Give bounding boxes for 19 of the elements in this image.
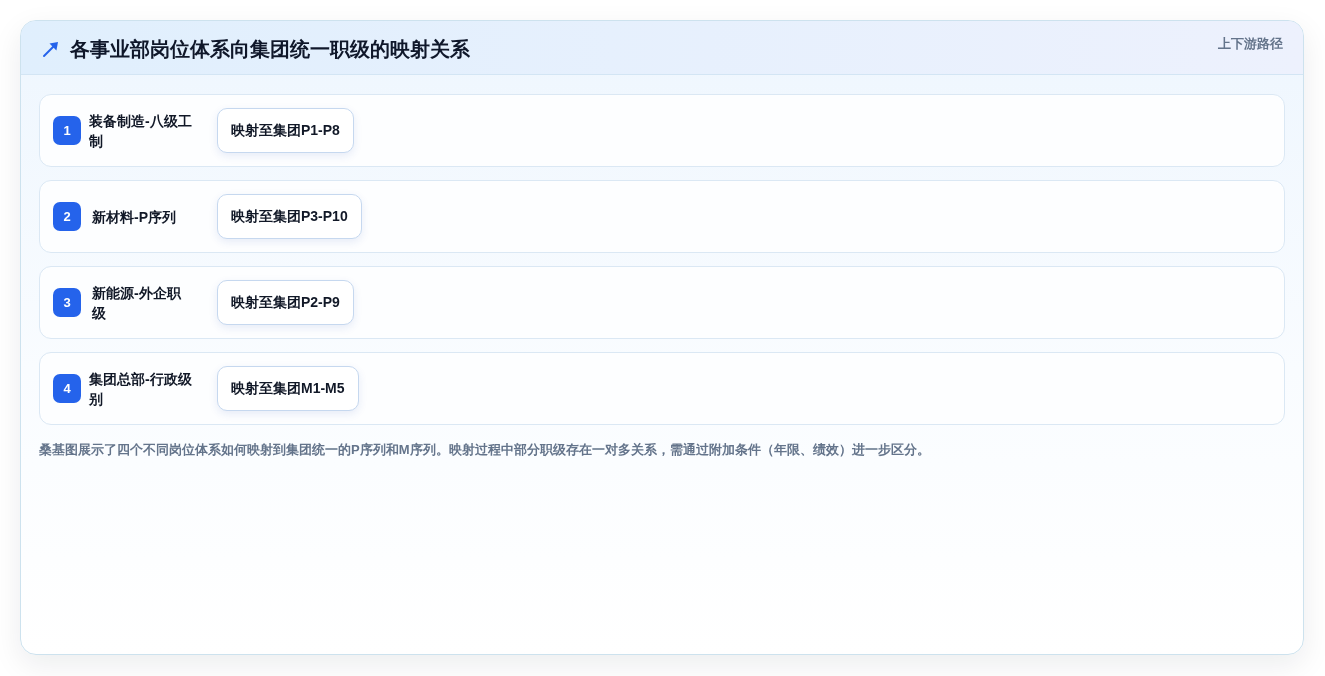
number-badge: 4: [53, 374, 81, 403]
row-card: [39, 352, 1285, 425]
row-card: [39, 180, 1285, 253]
header-note: 上下游路径: [1218, 36, 1283, 52]
mapping-box: 映射至集团P3-P10: [217, 194, 362, 239]
number-badge: 1: [53, 116, 81, 145]
title-text: 各事业部岗位体系向集团统一职级的映射关系: [70, 37, 470, 62]
row-label: 装备制造-八级工制: [89, 111, 193, 151]
row-card: [39, 94, 1285, 167]
mapping-box: 映射至集团M1-M5: [217, 366, 359, 411]
row-label: 新能源-外企职级: [92, 283, 182, 323]
caption-text: 桑基图展示了四个不同岗位体系如何映射到集团统一的P序列和M序列。映射过程中部分职级存在一对多关系，需通过附加条件（年限、绩效）进一步区分。: [39, 441, 930, 459]
mapping-box: 映射至集团P2-P9: [217, 280, 354, 325]
row-label: 新材料-P序列: [92, 207, 177, 227]
mapping-box: 映射至集团P1-P8: [217, 108, 354, 153]
number-badge: 3: [53, 288, 81, 317]
row-card: [39, 266, 1285, 339]
number-badge: 2: [53, 202, 81, 231]
row-label: 集团总部-行政级别: [89, 369, 193, 409]
